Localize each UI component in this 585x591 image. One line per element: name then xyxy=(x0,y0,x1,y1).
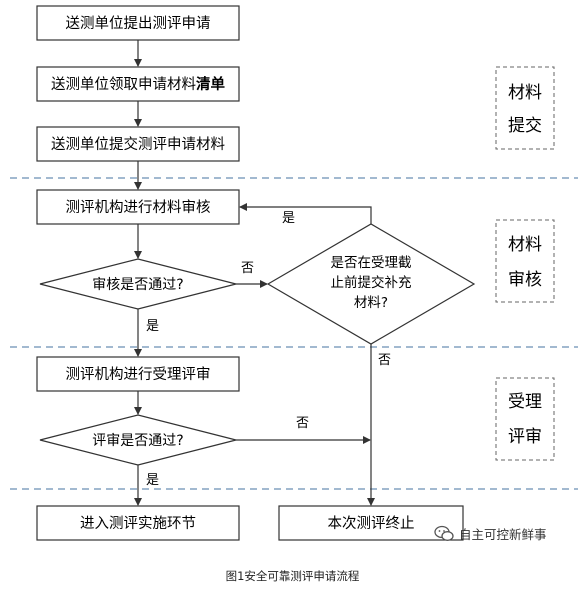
figure-caption: 图1安全可靠测评申请流程 xyxy=(225,569,360,583)
step-terminate: 本次测评终止 xyxy=(278,505,464,541)
step-text: 送测单位领取申请材料清单 xyxy=(51,75,225,93)
phase-label-line: 材料 xyxy=(508,83,542,103)
step-text: 送测单位提交测评申请材料 xyxy=(51,135,225,153)
step-submit-materials: 送测单位提交测评申请材料 xyxy=(36,126,240,162)
decision-text: 是否在受理截 xyxy=(331,255,412,271)
decision-audit-passed: 审核是否通过? xyxy=(39,258,237,310)
step-text: 进入测评实施环节 xyxy=(80,515,196,532)
yes-label: 是 xyxy=(146,319,159,334)
step-text: 测评机构进行材料审核 xyxy=(66,199,211,216)
no-label: 否 xyxy=(296,416,309,431)
no-label: 否 xyxy=(378,353,391,368)
phase-label-submission: 材料 提交 xyxy=(495,66,555,150)
phase-label-line: 材料 xyxy=(508,235,542,255)
decision-supplement-submitted: 是否在受理截 止前提交补充 材料? xyxy=(266,223,476,345)
phase-label-acceptance: 受理 评审 xyxy=(495,377,555,461)
watermark-text: 自主可控新鲜事 xyxy=(459,527,547,542)
step-text: 测评机构进行受理评审 xyxy=(66,366,211,383)
wechat-icon xyxy=(434,525,454,541)
step-enter-testing: 进入测评实施环节 xyxy=(36,505,240,541)
yes-label: 是 xyxy=(146,473,159,488)
step-receive-list: 送测单位领取申请材料清单 xyxy=(36,66,240,102)
decision-text: 止前提交补充 xyxy=(331,274,412,291)
phase-label-line: 受理 xyxy=(508,392,542,412)
arrow xyxy=(239,203,372,224)
phase-label-line: 审核 xyxy=(508,270,542,290)
phase-label-line: 提交 xyxy=(508,116,542,136)
step-acceptance-review: 测评机构进行受理评审 xyxy=(36,356,240,392)
decision-text: 评审是否通过? xyxy=(92,433,183,449)
step-submit-request: 送测单位提出测评申请 xyxy=(36,5,240,41)
step-material-audit: 测评机构进行材料审核 xyxy=(36,189,240,225)
decision-text: 材料? xyxy=(354,295,388,311)
watermark: 自主可控新鲜事 xyxy=(434,524,547,543)
no-label: 否 xyxy=(241,261,254,276)
yes-label: 是 xyxy=(282,211,295,226)
step-text: 本次测评终止 xyxy=(328,515,415,532)
step-text: 送测单位提出测评申请 xyxy=(66,15,211,32)
decision-review-passed: 评审是否通过? xyxy=(39,414,237,466)
phase-label-line: 评审 xyxy=(508,427,542,447)
decision-text: 审核是否通过? xyxy=(92,277,183,293)
phase-label-review: 材料 审核 xyxy=(495,219,555,303)
